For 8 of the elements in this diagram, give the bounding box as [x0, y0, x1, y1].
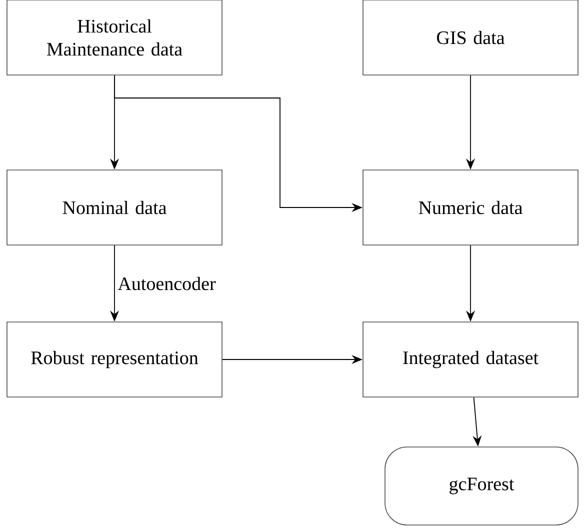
process-box: GIS data [362, 0, 578, 76]
process-box: Robust representation [6, 322, 222, 398]
process-box: Nominal data [6, 170, 222, 246]
process-box: Historical Maintenance data [6, 0, 222, 76]
edge-label: Autoencoder [116, 276, 217, 292]
process-box: Numeric data [362, 170, 578, 246]
process-box: Integrated dataset [362, 322, 578, 398]
terminal-box: gcForest [384, 446, 578, 526]
